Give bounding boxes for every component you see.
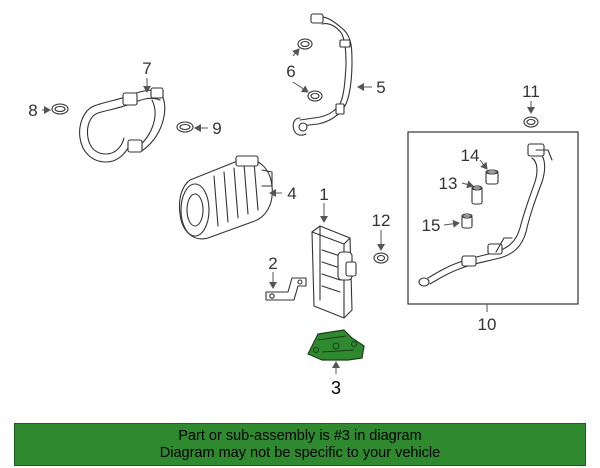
part-3-mount-bracket[interactable] <box>307 329 365 361</box>
part-1-control-unit[interactable] <box>311 225 357 319</box>
callout-1: 1 <box>319 185 328 204</box>
part-15-sensor[interactable] <box>461 213 473 229</box>
callout-8: 8 <box>28 101 37 120</box>
callout-9: 9 <box>212 119 221 138</box>
part-9-oring[interactable] <box>176 121 194 133</box>
callout-3: 3 <box>331 378 341 398</box>
callout-12: 12 <box>372 211 391 230</box>
part-13-valve[interactable] <box>471 185 483 205</box>
part-4-compressor[interactable] <box>178 155 273 240</box>
part-11-oring[interactable] <box>523 116 539 128</box>
part-12-grommet[interactable] <box>373 252 389 264</box>
callout-7: 7 <box>142 59 151 78</box>
part-8-oring[interactable] <box>51 103 69 115</box>
leader-lines <box>42 48 535 374</box>
callout-14: 14 <box>461 146 480 165</box>
callout-10: 10 <box>478 315 497 334</box>
callout-5: 5 <box>376 78 385 97</box>
callout-2: 2 <box>268 254 277 273</box>
part-5-hose[interactable] <box>292 13 353 136</box>
callout-6: 6 <box>286 62 295 81</box>
callout-15: 15 <box>422 216 441 235</box>
part-14-cap[interactable] <box>485 169 499 185</box>
callout-13: 13 <box>439 174 458 193</box>
part-10-pipe-assembly[interactable] <box>418 143 553 287</box>
fitment-banner: Part or sub-assembly is #3 in diagram Di… <box>14 423 586 466</box>
part-7-hose-assembly[interactable] <box>79 87 166 163</box>
callout-11: 11 <box>522 82 540 101</box>
banner-line-1: Part or sub-assembly is #3 in diagram <box>178 427 422 444</box>
banner-line-2: Diagram may not be specific to your vehi… <box>159 444 441 461</box>
callout-4: 4 <box>287 184 296 203</box>
part-2-bracket[interactable] <box>265 277 307 301</box>
part-6-orings[interactable] <box>297 38 323 102</box>
part-10-box <box>407 131 579 305</box>
